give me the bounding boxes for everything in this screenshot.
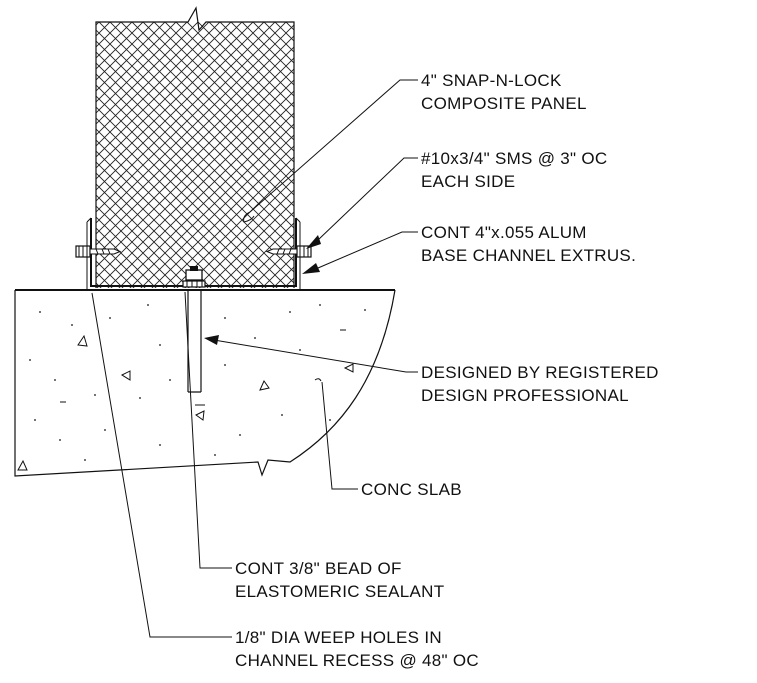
svg-text:4" SNAP-N-LOCK: 4" SNAP-N-LOCK [421,71,562,90]
composite-panel [95,6,295,288]
leader-weep-holes [91,292,232,638]
sms-screw-left [75,245,122,258]
svg-text:COMPOSITE PANEL: COMPOSITE PANEL [421,94,587,113]
leader-screws [306,157,418,249]
label-channel: CONT 4"x.055 ALUM BASE CHANNEL EXTRUS. [421,223,636,265]
svg-text:#10x3/4" SMS @ 3" OC: #10x3/4" SMS @ 3" OC [421,149,608,168]
leader-anchor [204,335,418,373]
leader-slab [321,381,358,490]
label-screws: #10x3/4" SMS @ 3" OC EACH SIDE [421,149,608,191]
label-slab: CONC SLAB [361,480,462,499]
label-panel: 4" SNAP-N-LOCK COMPOSITE PANEL [421,71,587,113]
svg-text:CHANNEL RECESS @ 48" OC: CHANNEL RECESS @ 48" OC [235,651,479,670]
svg-text:CONT 3/8" BEAD OF: CONT 3/8" BEAD OF [235,559,402,578]
label-weep-holes: 1/8" DIA WEEP HOLES IN CHANNEL RECESS @ … [235,628,479,670]
svg-text:ELASTOMERIC SEALANT: ELASTOMERIC SEALANT [235,582,444,601]
label-sealant: CONT 3/8" BEAD OF ELASTOMERIC SEALANT [235,559,444,601]
label-anchor: DESIGNED BY REGISTERED DESIGN PROFESSION… [421,363,659,405]
svg-text:DESIGNED BY REGISTERED: DESIGNED BY REGISTERED [421,363,659,382]
sms-screw-right [265,245,312,258]
leader-panel [243,79,418,223]
concrete-slab [14,289,396,477]
leader-channel [302,231,418,274]
svg-text:1/8" DIA WEEP HOLES IN: 1/8" DIA WEEP HOLES IN [235,628,442,647]
svg-text:CONT 4"x.055 ALUM: CONT 4"x.055 ALUM [421,223,587,242]
anchor-bolt [182,266,206,393]
svg-text:CONC SLAB: CONC SLAB [361,480,462,499]
leader-sealant [184,291,232,569]
svg-text:EACH SIDE: EACH SIDE [421,172,515,191]
svg-text:DESIGN PROFESSIONAL: DESIGN PROFESSIONAL [421,386,629,405]
svg-text:BASE CHANNEL EXTRUS.: BASE CHANNEL EXTRUS. [421,246,636,265]
